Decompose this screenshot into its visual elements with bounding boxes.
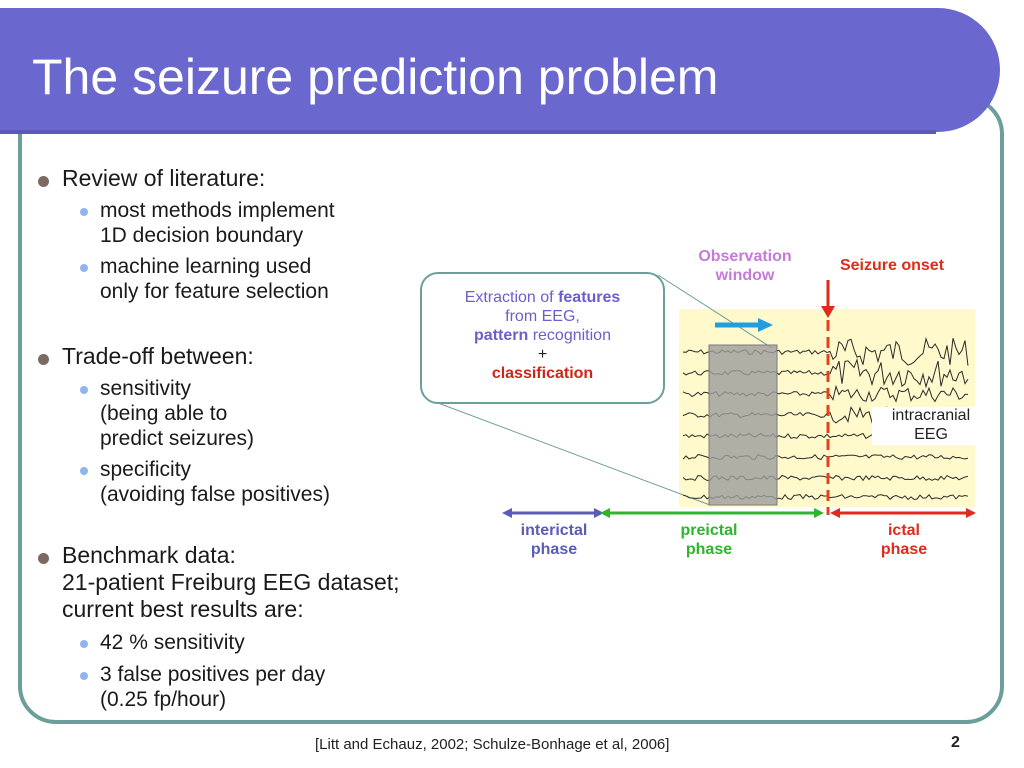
page-number: 2	[951, 734, 960, 751]
feature-extraction-callout	[420, 272, 665, 404]
phase-label-line: interictal	[520, 522, 588, 539]
preictal-phase-label: preictal phase	[649, 522, 769, 560]
callout-line: pattern recognition	[420, 327, 665, 346]
bullet-tradeoff: Trade-off between:	[62, 343, 254, 369]
callout-prefix: Extraction of	[464, 289, 559, 306]
bullet-benchmark: Benchmark data:	[62, 542, 236, 568]
ictal-phase-label: ictal phase	[844, 522, 964, 560]
eeg-label-line: EEG	[914, 425, 948, 443]
observation-label-line: Observation	[698, 248, 792, 265]
interictal-phase-label: interictal phase	[494, 522, 614, 560]
sub-bullet-text: (avoiding false positives)	[100, 483, 330, 506]
sub-bullet-text: 42 % sensitivity	[100, 631, 245, 654]
sub-bullet-text: 3 false positives per day	[100, 663, 326, 686]
phase-label-line: phase	[530, 540, 578, 558]
phase-label-line: preictal	[680, 522, 738, 539]
sub-bullet-dot	[80, 264, 88, 272]
callout-pattern: pattern	[474, 326, 529, 344]
callout-features: features	[558, 289, 621, 306]
seizure-onset-label: Seizure onset	[839, 257, 945, 274]
bullet-dot	[38, 354, 49, 365]
citation-footer: [Litt and Echauz, 2002; Schulze-Bonhage …	[315, 736, 670, 753]
bullet-dot	[38, 176, 49, 187]
sub-bullet-dot	[80, 672, 88, 680]
intracranial-eeg-label: intracranial EEG	[872, 407, 990, 445]
callout-text: Extraction of features from EEG, pattern…	[420, 289, 665, 383]
sub-bullet-text: 1D decision boundary	[100, 224, 304, 247]
callout-recognition: recognition	[528, 326, 611, 344]
sub-bullet-text: machine learning used	[100, 255, 312, 278]
callout-line: Extraction of features	[420, 289, 665, 308]
sub-bullet-text: (being able to	[100, 402, 228, 425]
phase-label-line: ictal	[887, 522, 920, 539]
slide-title: The seizure prediction problem	[32, 49, 719, 105]
eeg-label-line: intracranial	[891, 407, 971, 424]
bullet-benchmark-line: current best results are:	[62, 596, 304, 622]
sub-bullet-text: sensitivity	[100, 377, 192, 400]
observation-window-label: Observation window	[670, 248, 820, 286]
sub-bullet-text: most methods implement	[100, 199, 335, 222]
bullet-dot	[38, 553, 49, 564]
sub-bullet-dot	[80, 467, 88, 475]
observation-label-line: window	[715, 266, 775, 284]
sub-bullet-text: specificity	[100, 458, 192, 481]
callout-classification: classification	[491, 364, 594, 382]
sub-bullet-text: only for feature selection	[100, 280, 329, 303]
sub-bullet-text: predict seizures)	[100, 427, 255, 450]
callout-plus: +	[537, 345, 548, 363]
bullet-review: Review of literature:	[62, 165, 266, 191]
title-bar	[0, 8, 1000, 132]
phase-label-line: phase	[685, 540, 733, 558]
sub-bullet-dot	[80, 640, 88, 648]
sub-bullet-dot	[80, 208, 88, 216]
sub-bullet-text: (0.25 fp/hour)	[100, 688, 227, 711]
callout-from: from EEG,	[505, 307, 580, 325]
phase-label-line: phase	[880, 540, 928, 558]
title-underline	[0, 130, 936, 134]
bullet-benchmark-line: 21-patient Freiburg EEG dataset;	[62, 569, 400, 595]
sub-bullet-dot	[80, 386, 88, 394]
